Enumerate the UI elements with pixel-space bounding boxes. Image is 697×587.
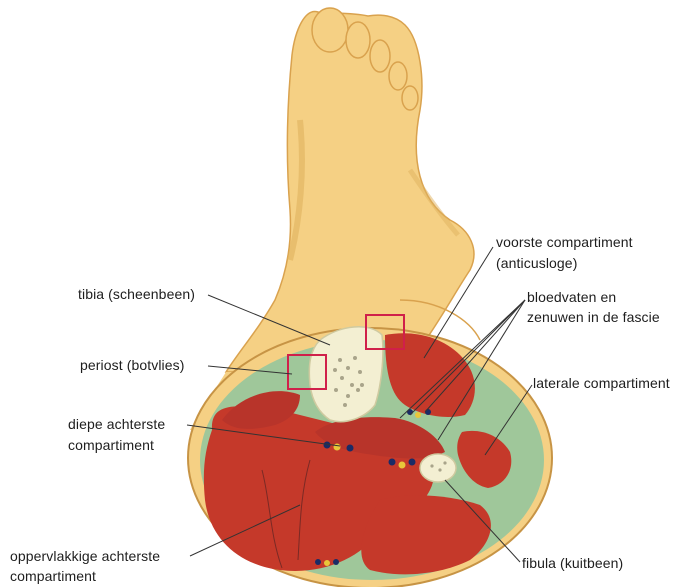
fibula-bone <box>420 454 456 482</box>
label-oppervlakkige-achterste-line2: compartiment <box>10 567 96 585</box>
toe <box>389 62 407 90</box>
label-voorste-compartiment-line1: voorste compartiment <box>496 233 633 251</box>
label-periost: periost (botvlies) <box>80 356 185 374</box>
label-voorste-compartiment-line2: (anticusloge) <box>496 254 577 272</box>
cross-section <box>188 327 552 587</box>
label-fibula: fibula (kuitbeen) <box>522 554 623 572</box>
toe <box>312 8 348 52</box>
toe <box>370 40 390 72</box>
label-diepe-achterste-line2: compartiment <box>68 436 154 454</box>
toe <box>402 86 418 110</box>
toe <box>346 22 370 58</box>
label-oppervlakkige-achterste-line1: oppervlakkige achterste <box>10 547 160 565</box>
label-bloedvaten-line1: bloedvaten en <box>527 288 616 306</box>
label-bloedvaten-line2: zenuwen in de fascie <box>527 308 660 326</box>
label-tibia: tibia (scheenbeen) <box>78 285 195 303</box>
label-diepe-achterste-line1: diepe achterste <box>68 415 165 433</box>
label-laterale-compartiment: laterale compartiment <box>533 374 670 392</box>
